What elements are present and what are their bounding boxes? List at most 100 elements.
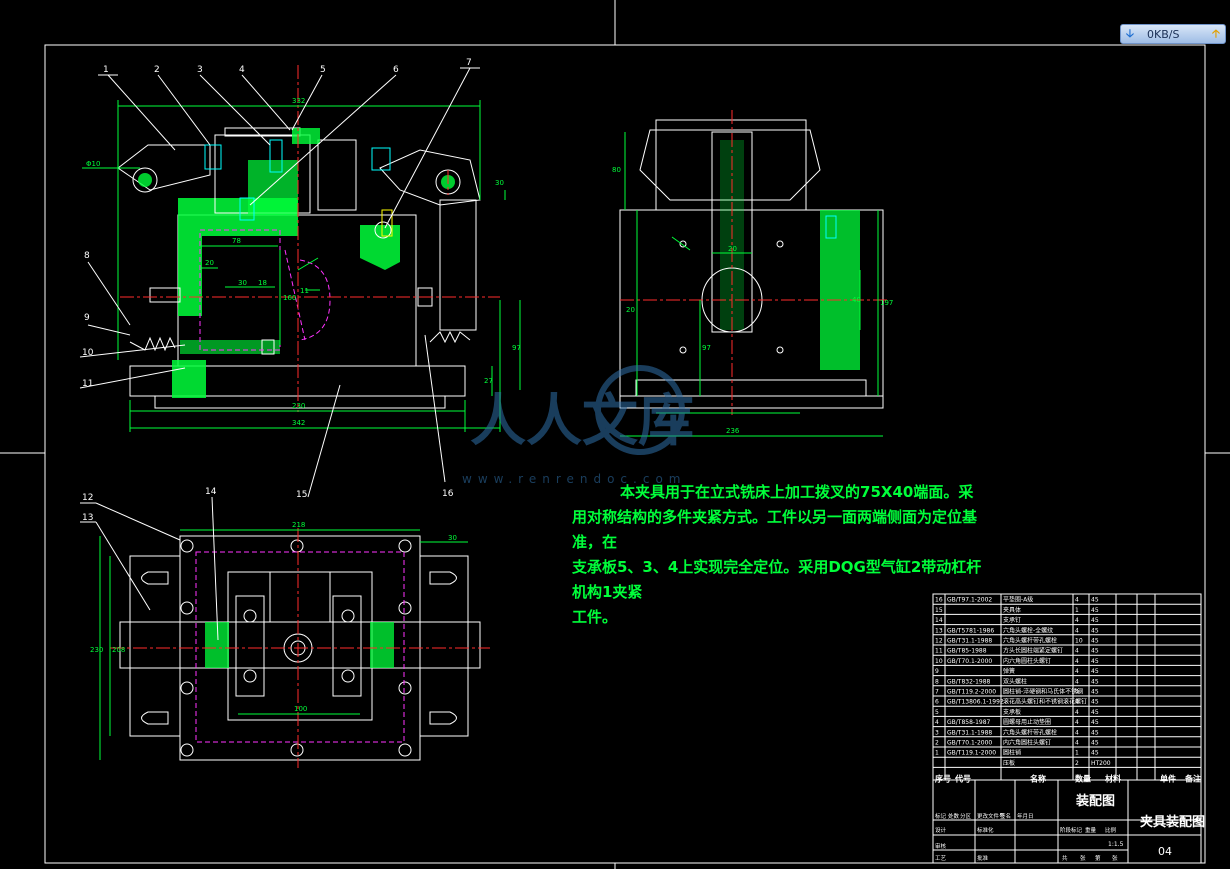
title-block-label: 设计 <box>935 826 947 834</box>
dim-front-v160: 160 <box>283 294 296 302</box>
plan-view: 218 30 100 230 208 12 13 14 <box>80 487 490 768</box>
note-line-4: 工件。 <box>572 608 618 626</box>
bom-cell: 45 <box>1091 740 1099 747</box>
title-block-label: 审核 <box>935 842 947 850</box>
bom-header-cell: 序号 <box>935 773 951 783</box>
title-block: 装配图 夹具装配图 04 1:1.5 标记处数分区更改文件号签名年月日设计标准化… <box>932 779 1205 864</box>
dim-front-78: 78 <box>232 237 241 245</box>
bom-cell: 4 <box>1075 597 1079 604</box>
bom-cell: 15 <box>935 607 943 614</box>
bom-cell: 16 <box>935 597 943 604</box>
bom-cell: 4 <box>1075 740 1079 747</box>
dim-side-197: 197 <box>880 299 893 307</box>
bom-cell: 4 <box>1075 658 1079 665</box>
title-block-label: 更改文件号 <box>977 812 1005 820</box>
callout-5: 5 <box>320 65 326 75</box>
callout-8: 8 <box>84 251 90 261</box>
title-block-label: 处数 <box>948 812 960 820</box>
bom-cell: 平垫圈-A级 <box>1003 596 1033 604</box>
title-block-label: 分区 <box>960 812 972 820</box>
title-block-label: 比例 <box>1105 826 1117 834</box>
bom-cell: GB/T85-1988 <box>947 648 987 655</box>
dim-front-bottom-1: 230 <box>292 402 305 410</box>
bom-cell: 45 <box>1091 638 1099 645</box>
technical-note: 本夹具用于在立式铣床上加工拨叉的75X40端面。采 用对称结构的多件夹紧方式。工… <box>572 480 992 630</box>
bom-cell: 14 <box>935 617 943 624</box>
bom-cell: GB/T119.1-2000 <box>947 750 996 757</box>
callout-7: 7 <box>466 58 472 68</box>
bom-cell: 圆柱销-淬硬钢和马氏体不锈钢 <box>1003 688 1083 696</box>
bom-cell: HT200 <box>1091 760 1111 767</box>
callout-6: 6 <box>393 65 399 75</box>
bom-cell: 7 <box>935 689 939 696</box>
bom-header-cell: 单件 <box>1160 773 1176 783</box>
bom-cell: 1 <box>1075 607 1079 614</box>
callout-10: 10 <box>82 348 94 358</box>
dim-front-top: 332 <box>292 97 305 105</box>
bom-cell: 10 <box>935 658 943 665</box>
dim-plan-right: 30 <box>448 534 457 542</box>
bom-cell: 2 <box>1075 760 1079 767</box>
title-block-label: 工艺 <box>935 855 947 862</box>
bom-header-cell: 名称 <box>1030 773 1046 783</box>
bom-cell: 内六角圆柱头螺钉 <box>1003 739 1051 747</box>
bom-cell: 压板 <box>1003 759 1015 767</box>
bom-cell: 45 <box>1091 627 1099 634</box>
side-view: 80 197 40 20 97 236 20 <box>612 110 893 437</box>
bom-cell: 45 <box>1091 750 1099 757</box>
bom-cell: 1 <box>935 750 939 757</box>
bom-cell: 11 <box>935 648 943 655</box>
bom-cell: 9 <box>935 668 939 675</box>
bom-cell: 45 <box>1091 617 1099 624</box>
bom-cell: 内六角圆柱头螺钉 <box>1003 657 1051 665</box>
bom-cell: 4 <box>1075 668 1079 675</box>
title-block-label: 张 <box>1080 854 1086 862</box>
note-line-3: 支承板5、3、4上实现完全定位。采用DQG型气缸2带动杠杆机构1夹紧 <box>572 558 982 601</box>
bom-cell: 4 <box>1075 627 1079 634</box>
bom-cell: 45 <box>1091 689 1099 696</box>
bom-cell: 六角头螺杆带孔螺栓 <box>1003 637 1057 645</box>
dim-plan-left-1: 230 <box>90 646 103 654</box>
callout-3: 3 <box>197 65 203 75</box>
callout-9: 9 <box>84 313 90 323</box>
drawing-title: 夹具装配图 <box>1140 814 1205 830</box>
dim-front-bottom-2: 342 <box>292 419 305 427</box>
watermark-url: www.renrendoc.com <box>462 472 686 486</box>
bom-cell: 45 <box>1091 597 1099 604</box>
bom-cell: 45 <box>1091 678 1099 685</box>
bom-cell: 4 <box>1075 617 1079 624</box>
bom-cell: 圆柱销 <box>1003 749 1021 757</box>
bom-cell: 3 <box>935 729 939 736</box>
bom-cell: 4 <box>935 719 939 726</box>
title-block-label: 标准化 <box>977 826 994 834</box>
callout-16: 16 <box>442 489 454 499</box>
dim-front-11: 11 <box>300 287 309 295</box>
scale: 1:1.5 <box>1108 841 1124 848</box>
title-block-label: 第 <box>1095 854 1101 862</box>
arrow-up-icon: 🡡 <box>1212 26 1220 40</box>
bom-cell: 13 <box>935 627 943 634</box>
bom-cell: 4 <box>1075 689 1079 696</box>
bom-header-cell: 材料 <box>1105 773 1121 783</box>
arrow-down-icon: 🡣 <box>1126 26 1134 40</box>
assembly-label: 装配图 <box>1075 793 1115 809</box>
callout-2: 2 <box>154 65 160 75</box>
bom-cell: GB/T832-1988 <box>947 678 991 685</box>
dim-front-30: 30 <box>238 279 247 287</box>
title-block-label: 标记 <box>935 812 947 820</box>
bom-cell: 支承板 <box>1003 708 1021 716</box>
bom-cell: 4 <box>1075 719 1079 726</box>
callout-13: 13 <box>82 513 93 523</box>
title-block-label: 阶段标记 <box>1060 826 1083 834</box>
bom-header-cell: 代号 <box>954 773 971 783</box>
bom-cell: 45 <box>1091 719 1099 726</box>
speed-readout: 0KB/S <box>1147 27 1180 41</box>
bom-cell: GB/T858-1987 <box>947 719 991 726</box>
callout-12: 12 <box>82 493 93 503</box>
bom-cell: 6 <box>935 699 939 706</box>
network-speed-widget[interactable]: 🡣 0KB/S 🡡 <box>1120 24 1226 44</box>
bom-cell: 双头螺柱 <box>1003 677 1027 685</box>
front-view: 332 230 342 78 20 30 18 11 30 97 27 160 … <box>79 58 521 500</box>
